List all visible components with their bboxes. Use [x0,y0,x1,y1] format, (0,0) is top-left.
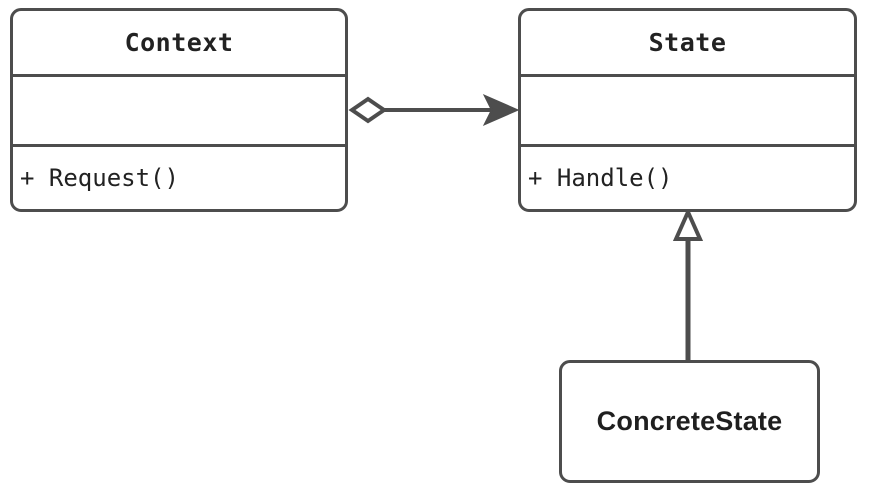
class-methods-compartment: + Request() [13,144,345,209]
class-attributes-compartment [521,74,854,144]
uml-class-context[interactable]: Context + Request() [10,8,348,212]
hollow-triangle-icon [672,207,704,241]
class-method-label: + Request() [20,164,179,192]
open-diamond-icon [348,96,388,124]
uml-class-concretestate[interactable]: ConcreteState [559,360,820,483]
class-method-label: + Handle() [528,164,673,192]
class-name-label: State [648,28,727,57]
class-name-label: Context [124,28,234,57]
uml-class-state[interactable]: State + Handle() [518,8,857,212]
class-name-compartment: State [521,11,854,74]
class-attributes-compartment [13,74,345,144]
class-name-compartment: Context [13,11,345,74]
relationship-aggregation-context-state [348,93,520,127]
class-methods-compartment: + Handle() [521,144,854,209]
relationship-generalization-concretestate-state [672,207,704,362]
class-name-label: ConcreteState [596,406,783,436]
class-name-compartment: ConcreteState [562,363,817,480]
solid-arrowhead-icon [482,93,520,127]
